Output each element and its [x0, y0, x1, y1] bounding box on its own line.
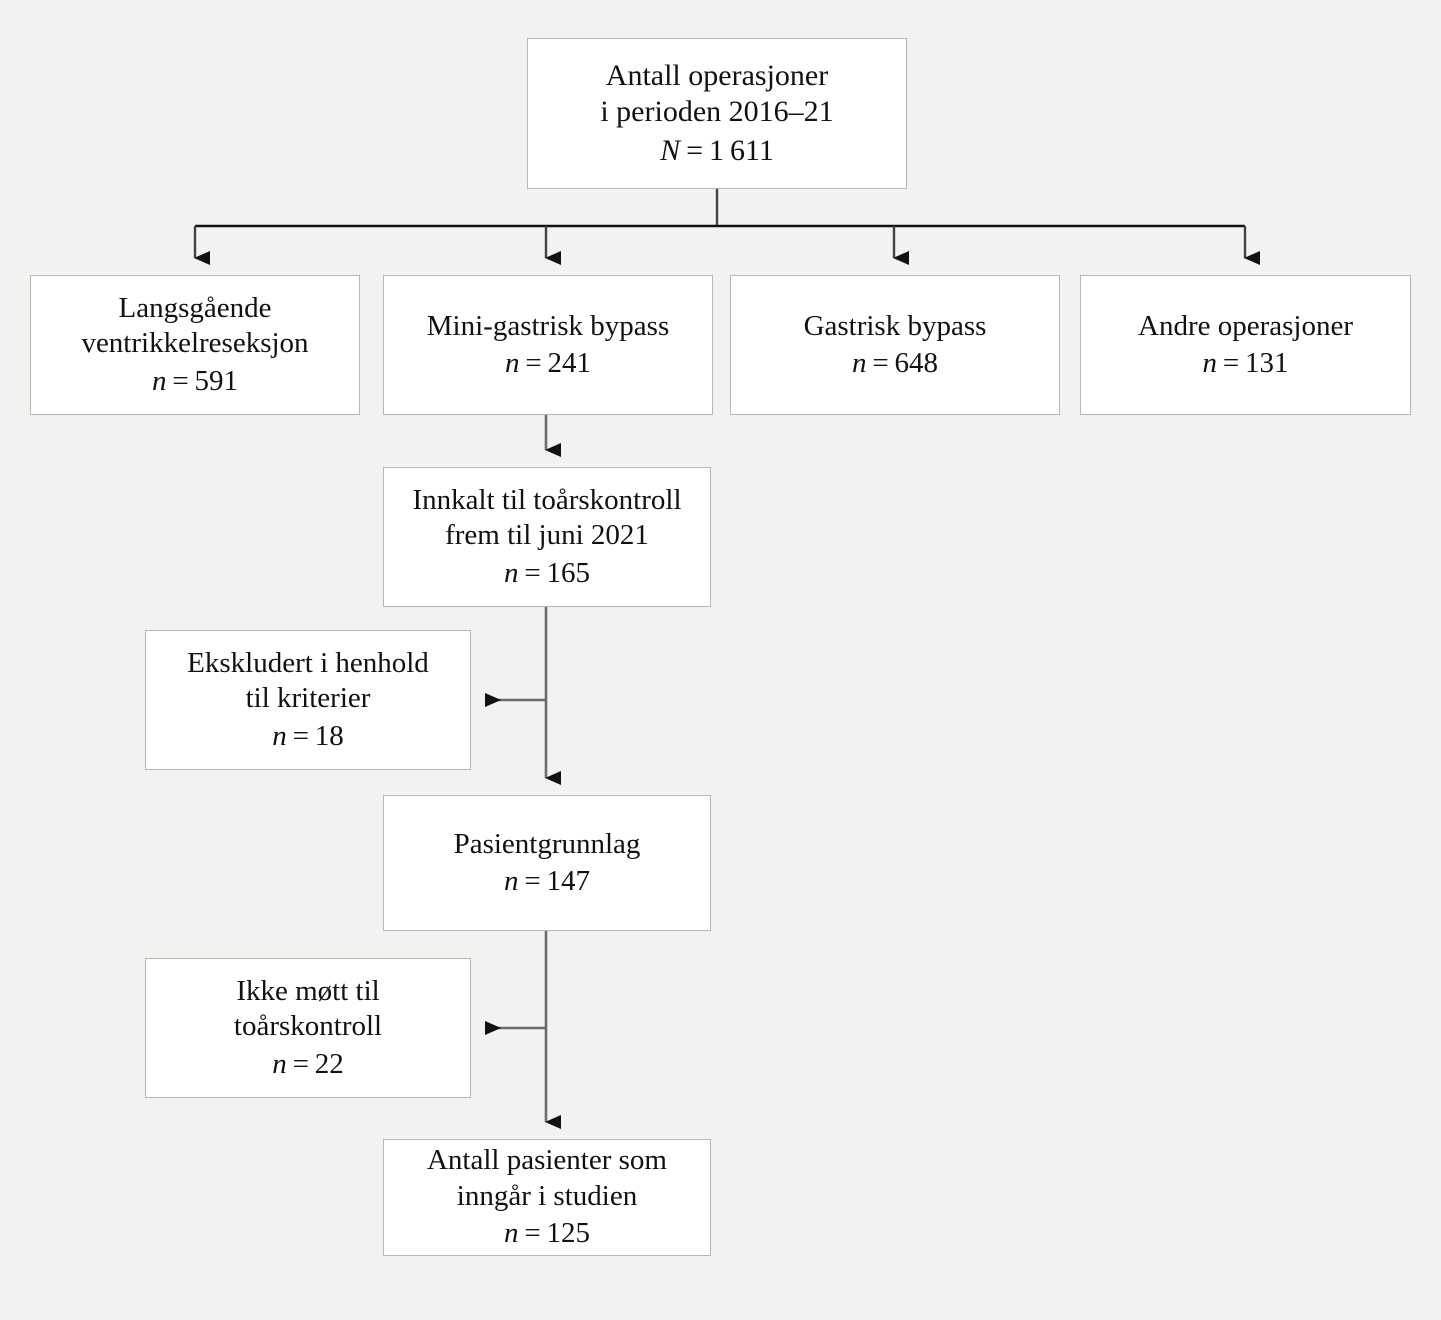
- count-equals: =: [680, 133, 710, 167]
- node-did-not-attend-followup-count: n = 22: [272, 1047, 343, 1082]
- node-invited-two-year-followup-line2: frem til juni 2021: [445, 519, 649, 552]
- count-symbol: n: [504, 1217, 519, 1250]
- node-invited-two-year-followup-count: n = 165: [504, 556, 590, 591]
- node-invited-two-year-followup-line1: Innkalt til toårskontroll: [412, 483, 682, 516]
- node-gastric-bypass-line1: Gastrisk bypass: [803, 309, 987, 342]
- node-patient-basis-count: n = 147: [504, 864, 590, 899]
- node-other-operations-count: n = 131: [1203, 346, 1289, 381]
- node-mini-gastric-bypass[interactable]: Mini-gastrisk bypass n = 241: [383, 275, 713, 415]
- node-mini-gastric-bypass-count: n = 241: [505, 346, 591, 381]
- count-equals: =: [866, 347, 895, 379]
- count-value: 591: [194, 364, 238, 397]
- count-symbol: n: [272, 719, 287, 752]
- node-total-operations-line2: i perioden 2016–21: [600, 95, 834, 129]
- node-patients-included[interactable]: Antall pasienter som inngår i studien n …: [383, 1139, 711, 1256]
- edge-root-split: [193, 189, 1260, 265]
- node-patient-basis-line1: Pasientgrunnlag: [453, 827, 641, 860]
- node-other-operations[interactable]: Andre operasjoner n = 131: [1080, 275, 1411, 415]
- count-equals: =: [1217, 347, 1245, 379]
- count-symbol: n: [272, 1047, 287, 1080]
- node-sleeve-gastrectomy[interactable]: Langsgående ventrikkelreseksjon n = 591: [30, 275, 360, 415]
- node-patient-basis[interactable]: Pasientgrunnlag n = 147: [383, 795, 711, 931]
- count-equals: =: [518, 865, 547, 897]
- count-value: 125: [546, 1217, 590, 1250]
- node-patients-included-line2: inngår i studien: [456, 1179, 638, 1212]
- node-total-operations[interactable]: Antall operasjoner i perioden 2016–21 N …: [527, 38, 907, 189]
- node-total-operations-count: N = 1 611: [660, 133, 774, 170]
- count-value: 22: [314, 1047, 344, 1080]
- node-gastric-bypass[interactable]: Gastrisk bypass n = 648: [730, 275, 1060, 415]
- node-other-operations-line1: Andre operasjoner: [1138, 309, 1353, 342]
- count-equals: =: [519, 347, 548, 379]
- node-excluded-by-criteria-line1: Ekskludert i henhold: [187, 646, 429, 679]
- node-patients-included-count: n = 125: [504, 1216, 590, 1251]
- node-excluded-by-criteria-line2: til kriterier: [245, 682, 371, 715]
- node-sleeve-gastrectomy-count: n = 591: [152, 364, 238, 399]
- node-patients-included-line1: Antall pasienter som: [426, 1144, 667, 1177]
- node-mini-gastric-bypass-line1: Mini-gastrisk bypass: [426, 309, 670, 342]
- count-symbol: n: [152, 364, 167, 397]
- node-total-operations-line1: Antall operasjoner: [605, 58, 829, 92]
- node-excluded-by-criteria[interactable]: Ekskludert i henhold til kriterier n = 1…: [145, 630, 471, 770]
- count-symbol: n: [504, 865, 519, 897]
- count-equals: =: [166, 364, 195, 397]
- node-excluded-by-criteria-count: n = 18: [272, 719, 343, 754]
- count-value: 1 611: [709, 133, 774, 167]
- node-gastric-bypass-count: n = 648: [852, 346, 938, 381]
- count-equals: =: [518, 556, 547, 589]
- count-value: 648: [894, 347, 938, 379]
- count-symbol: n: [852, 347, 867, 379]
- count-symbol: N: [660, 133, 681, 167]
- node-did-not-attend-followup[interactable]: Ikke møtt til toårskontroll n = 22: [145, 958, 471, 1098]
- count-symbol: n: [505, 347, 520, 379]
- count-symbol: n: [504, 556, 519, 589]
- count-value: 165: [546, 556, 590, 589]
- node-did-not-attend-followup-line1: Ikke møtt til: [236, 974, 380, 1007]
- count-value: 147: [546, 865, 590, 897]
- node-invited-two-year-followup[interactable]: Innkalt til toårskontroll frem til juni …: [383, 467, 711, 607]
- node-sleeve-gastrectomy-line1: Langsgående: [118, 291, 272, 324]
- count-value: 18: [314, 719, 344, 752]
- count-symbol: n: [1202, 347, 1218, 379]
- count-value: 241: [547, 347, 591, 379]
- node-did-not-attend-followup-line2: toårskontroll: [233, 1010, 383, 1043]
- count-equals: =: [286, 1047, 315, 1080]
- count-value: 131: [1244, 347, 1289, 379]
- node-sleeve-gastrectomy-line2: ventrikkelreseksjon: [81, 327, 309, 360]
- count-equals: =: [518, 1217, 547, 1250]
- count-equals: =: [286, 719, 315, 752]
